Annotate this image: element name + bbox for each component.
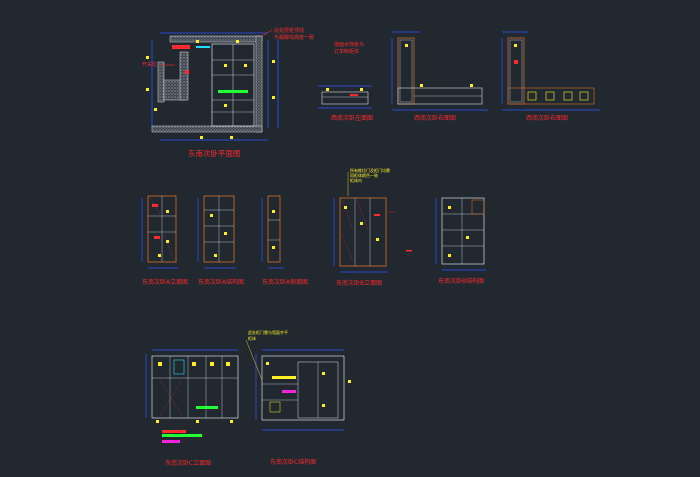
caption-elev-c-struct: 东南次卧C结构图 [270, 458, 316, 466]
plan-note-1: 此处层柜顶线 [274, 27, 304, 34]
wall-view-b [391, 31, 488, 111]
elevation-c [145, 349, 239, 443]
plan-note-2: 与踢脚线高度一致 [274, 34, 314, 41]
caption-elev-b: 东南次卧B立面图 [336, 279, 382, 287]
c-note-2: 柜体 [248, 335, 256, 341]
wall-view-c [501, 31, 600, 111]
caption-elev-b-struct: 东南次卧B结构图 [438, 277, 484, 285]
caption-elev-a3: 东南次卧A侧面图 [262, 278, 308, 286]
c-note-1: 此处柜门需与墙面齐平 [248, 329, 288, 335]
caption-plan: 东南次卧平面图 [188, 148, 241, 158]
elevation-a3 [261, 195, 284, 269]
caption-elev-a1: 东南次卧A立面图 [142, 278, 188, 286]
b-note-2: 同柜体颜色一致 [350, 172, 378, 178]
caption-wall-b: 西南次卧右面图 [414, 114, 456, 122]
elevation-a2 [197, 195, 236, 269]
mid-note-1: 墙面木饰板为 [334, 41, 364, 48]
caption-elev-a2: 东南次卧A结构图 [198, 278, 244, 286]
elevation-b-structure [435, 197, 486, 271]
elevation-b [333, 172, 412, 273]
elevation-a1 [141, 195, 178, 269]
caption-wall-a: 西南次卧左面图 [331, 114, 373, 122]
b-note-3: 柜体内 [350, 177, 362, 183]
caption-elev-c: 东南次卧C立面图 [165, 459, 211, 467]
plan-switch-label: 开关位 [142, 61, 157, 68]
wall-view-a [318, 85, 372, 109]
caption-wall-c: 西南次卧右面图 [526, 114, 568, 122]
floor-plan [146, 29, 279, 141]
mid-note-2: 订单制柜体 [334, 48, 359, 55]
elevation-c-structure [245, 339, 351, 431]
b-note-1: 所有推拉门及柜门均需 [350, 167, 390, 173]
